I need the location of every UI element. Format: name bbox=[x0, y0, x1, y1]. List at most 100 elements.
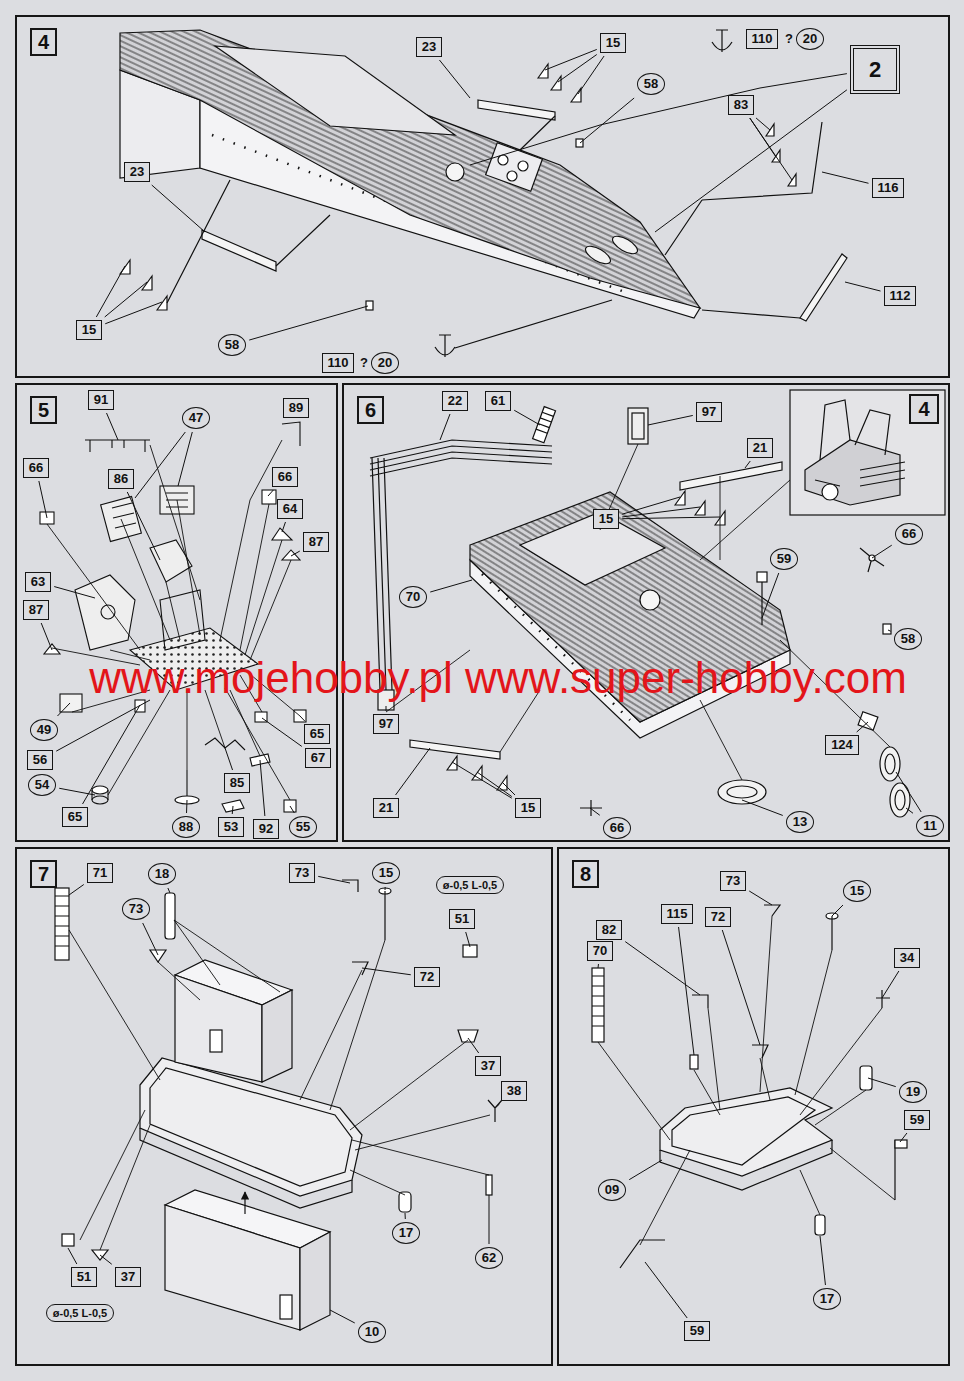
part-number-box: 15 bbox=[515, 798, 541, 818]
ship-hull bbox=[583, 243, 613, 267]
leader-line bbox=[888, 630, 891, 631]
deck-part bbox=[727, 786, 757, 798]
separator-mark: ? bbox=[785, 32, 793, 47]
leader-line bbox=[249, 306, 368, 340]
platform-part bbox=[752, 1045, 768, 1058]
leader-line bbox=[439, 60, 470, 98]
part-number-box: 97 bbox=[696, 402, 722, 422]
callout-number: 53 bbox=[224, 819, 238, 835]
part-number-box: 89 bbox=[283, 398, 309, 418]
dimension-box: ø-0,5 L-0,5 bbox=[46, 1304, 114, 1322]
callout-number: 86 bbox=[114, 471, 128, 487]
deck-part bbox=[757, 572, 767, 582]
small-parts bbox=[130, 628, 258, 690]
leader-line bbox=[470, 74, 847, 165]
dimension-note: ø-0,5 L-0,5 bbox=[53, 1306, 107, 1320]
leader-line bbox=[868, 1078, 896, 1087]
ship-hull bbox=[518, 161, 528, 171]
part-number-circle: 15 bbox=[372, 862, 400, 884]
part-number-box: 59 bbox=[904, 1110, 930, 1130]
part-number-circle: 55 bbox=[289, 816, 317, 838]
callout-number: 23 bbox=[422, 39, 436, 55]
callout-number: 21 bbox=[753, 440, 767, 456]
ship-hull bbox=[120, 30, 700, 318]
callout-number: 62 bbox=[482, 1250, 496, 1266]
part-number-circle: 20 bbox=[371, 352, 399, 374]
part-number-circle: 58 bbox=[218, 334, 246, 356]
part-number-box: 65 bbox=[62, 807, 88, 827]
callout-number: 17 bbox=[399, 1225, 413, 1241]
part-number-box: 97 bbox=[373, 714, 399, 734]
leader-line bbox=[598, 964, 599, 968]
part-number-circle: 11 bbox=[916, 815, 944, 837]
callout-number: 89 bbox=[289, 400, 303, 416]
callout-number: 34 bbox=[900, 950, 914, 966]
hull-parts bbox=[167, 116, 800, 348]
part-number-box: 66 bbox=[272, 467, 298, 487]
part-number-box: 15 bbox=[76, 320, 102, 340]
leader-line bbox=[440, 414, 450, 440]
hull-parts bbox=[435, 335, 455, 357]
small-parts bbox=[294, 710, 306, 722]
leader-line bbox=[477, 772, 512, 797]
leader-line bbox=[558, 55, 597, 82]
deck-part bbox=[895, 790, 905, 810]
part-number-box: 91 bbox=[88, 390, 114, 410]
hull-parts bbox=[702, 122, 822, 200]
watermark: www.mojehobby.pl www.super-hobby.com bbox=[89, 653, 907, 704]
part-number-box: 21 bbox=[373, 798, 399, 818]
part-number-circle: 49 bbox=[30, 719, 58, 741]
hull-parts bbox=[712, 30, 732, 52]
part-number-circle: 19 bbox=[899, 1081, 927, 1103]
part-number-box: 87 bbox=[23, 600, 49, 620]
ship-hull bbox=[507, 171, 517, 181]
leader-line bbox=[135, 432, 185, 498]
leader-line bbox=[749, 891, 772, 905]
part-number-box: 116 bbox=[872, 178, 905, 198]
callout-number: 70 bbox=[593, 943, 607, 959]
bridge-structure bbox=[210, 1030, 222, 1052]
hull-parts bbox=[478, 100, 555, 120]
platform-part bbox=[692, 995, 708, 1008]
dimension-box: ø-0,5 L-0,5 bbox=[436, 876, 504, 894]
callout-number: 64 bbox=[283, 501, 297, 517]
leader-line bbox=[514, 410, 540, 425]
callout-number: 67 bbox=[311, 750, 325, 766]
callout-number: 21 bbox=[379, 800, 393, 816]
callout-number: 66 bbox=[278, 469, 292, 485]
part-number-circle: 54 bbox=[28, 774, 56, 796]
callout-number: 71 bbox=[93, 865, 107, 881]
part-number-box: 110 bbox=[746, 29, 779, 49]
part-number-box: 59 bbox=[684, 1321, 710, 1341]
leader-line bbox=[900, 1133, 907, 1142]
part-number-box: 51 bbox=[71, 1267, 97, 1287]
leader-line bbox=[152, 185, 205, 232]
part-number-circle: 58 bbox=[894, 628, 922, 650]
reference-step-box: 4 bbox=[909, 394, 939, 424]
leader-line bbox=[648, 415, 693, 425]
callout-number: 70 bbox=[406, 589, 420, 605]
small-parts bbox=[44, 528, 300, 654]
callout-number: 66 bbox=[29, 460, 43, 476]
platform-part bbox=[831, 916, 832, 950]
part-number-circle: 13 bbox=[786, 811, 814, 833]
ship-hull bbox=[215, 46, 455, 135]
small-parts bbox=[160, 590, 205, 650]
callout-number: 23 bbox=[130, 164, 144, 180]
platform-part bbox=[592, 905, 907, 1268]
leader-line bbox=[857, 722, 868, 732]
callout-number: 51 bbox=[455, 911, 469, 927]
part-number-box: 112 bbox=[884, 286, 917, 306]
leader-line bbox=[832, 905, 843, 916]
platform-part bbox=[690, 1055, 698, 1069]
leader-line bbox=[629, 1160, 662, 1180]
callout-number: 92 bbox=[259, 821, 273, 837]
leader-line bbox=[590, 808, 600, 815]
leader-line bbox=[882, 971, 899, 998]
bridge-structure bbox=[55, 888, 69, 960]
bridge-structure bbox=[175, 975, 262, 1082]
leader-line bbox=[580, 98, 634, 143]
leader-line bbox=[452, 762, 512, 798]
part-number-circle: 70 bbox=[399, 586, 427, 608]
